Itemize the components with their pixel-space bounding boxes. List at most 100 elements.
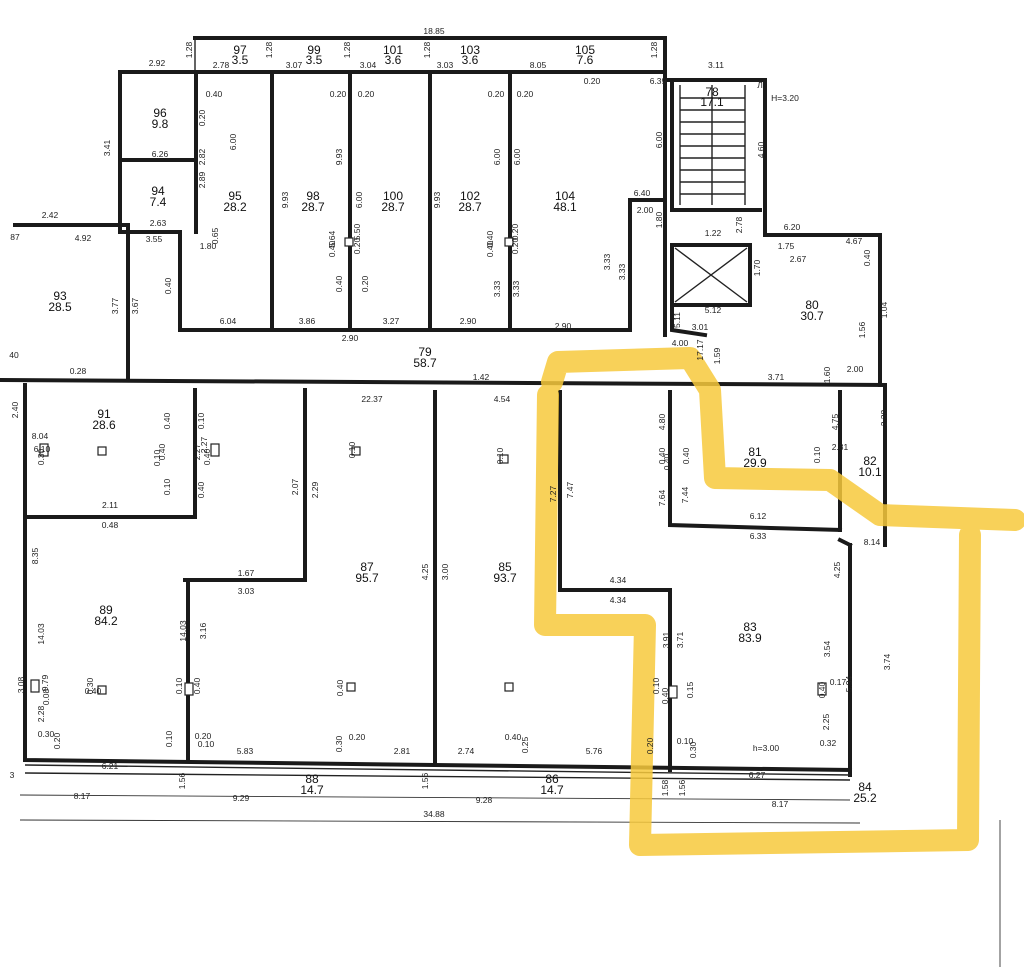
dimension-label: 3.33: [617, 263, 627, 280]
dimension-label: 0.10: [495, 447, 505, 464]
dimension-label: 4.80: [657, 413, 667, 430]
dimension-label: 17.17: [695, 339, 705, 361]
dimension-label: 0.20: [52, 732, 62, 749]
dimension-label: 5.11: [672, 312, 682, 328]
dimension-label: 1.56: [857, 321, 867, 338]
dimension-label: 8.17: [74, 791, 91, 801]
dimension-label: 0.10: [162, 478, 172, 495]
dimension-label: 0.40: [202, 448, 212, 465]
dimension-label: 0.32: [820, 738, 837, 748]
dimension-label: 0.40: [85, 686, 102, 696]
dimension-label: 0.10: [152, 449, 162, 466]
dimension-label: 4.34: [610, 575, 627, 585]
room-number: 94: [151, 184, 165, 198]
dimension-label: 6.04: [220, 316, 237, 326]
dimension-label: 0.40: [327, 240, 337, 257]
room-number: 81: [748, 445, 762, 459]
dimension-label: 1.56: [177, 772, 187, 789]
room-area: 28.7: [301, 200, 325, 214]
dimension-label: 3.54: [822, 640, 832, 657]
room-number: 98: [306, 189, 320, 203]
column-square: [499, 454, 509, 464]
dimension-label: 3.04: [360, 60, 377, 70]
dimension-label: 0.40: [163, 277, 173, 294]
dimension-label: 3.16: [198, 622, 208, 639]
dimension-label: 3.74: [882, 653, 892, 670]
dimension-label: 2.00: [637, 205, 654, 215]
dimension-label: 0.17: [830, 677, 847, 687]
dimension-label: 2.63: [150, 218, 167, 228]
dimension-label: 0.28: [70, 366, 87, 376]
dimension-label: 9.29: [233, 793, 250, 803]
room-number: 79: [418, 345, 432, 359]
room-area: 28.7: [381, 200, 405, 214]
room-number: 88: [305, 772, 319, 786]
room-number: 97: [233, 43, 247, 57]
dimension-label: 2.11: [102, 500, 118, 510]
truncated-label: 87: [10, 232, 20, 242]
truncated-label: 3: [10, 770, 15, 780]
room-number: 100: [383, 189, 403, 203]
dimension-label: 6.00: [354, 191, 364, 208]
dimension-label: 0.40: [485, 240, 495, 257]
dimension-label: 3.03: [238, 586, 255, 596]
dimension-label: 3.71: [768, 372, 785, 382]
dimension-label: 6.27: [749, 770, 766, 780]
stair-marker: Л: [757, 80, 763, 90]
room-number: 105: [575, 43, 595, 57]
level-marker: Н=3.20: [771, 93, 799, 103]
dimension-label: 0.40: [192, 677, 202, 694]
dimension-label: 0.20: [360, 275, 370, 292]
dimension-label: 0.20: [330, 89, 347, 99]
dimension-label: 0.20: [584, 76, 601, 86]
dimension-label: 6.00: [228, 133, 238, 150]
room-area: 83.9: [738, 631, 762, 645]
dimension-label: 6.00: [654, 131, 664, 148]
room-number: 101: [383, 43, 403, 57]
dimension-label: 0.20: [645, 737, 655, 754]
dimension-label: 2.81: [394, 746, 411, 756]
dimension-label: 0.40: [485, 230, 495, 247]
dimension-label: 0.30: [85, 677, 95, 694]
dimension-label: 2.27: [199, 436, 209, 453]
room-number: 96: [153, 106, 167, 120]
room-area: 9.8: [152, 117, 169, 131]
dimension-label: 8.17: [772, 799, 789, 809]
dimension-label: 1.28: [264, 41, 274, 58]
room-area: 3.5: [306, 53, 323, 67]
dimension-label: 3.67: [130, 297, 140, 314]
truncated-label: 40: [9, 350, 19, 360]
room-area: 14.7: [540, 783, 564, 797]
dimension-label: 0.10: [812, 446, 822, 463]
dimension-label: 0.40: [505, 732, 522, 742]
room-area: 29.9: [743, 456, 767, 470]
dimension-label: 8.14: [864, 537, 881, 547]
dimension-label: 0.40: [335, 679, 345, 696]
dimension-label: 2.07: [290, 478, 300, 495]
markers: Н=3.20 Л h=3.00 87 40 3: [9, 80, 799, 780]
dimension-label: 9.93: [432, 191, 442, 208]
room-area: 93.7: [493, 571, 517, 585]
room-number: 89: [99, 603, 113, 617]
dimension-label: 0.40: [196, 481, 206, 498]
dimension-label: 0.40: [157, 443, 167, 460]
dimension-label: 0.10: [196, 412, 206, 429]
dimension-label: 7.27: [548, 485, 558, 502]
room-area: 28.7: [458, 200, 482, 214]
dimension-label: 5.94: [844, 675, 854, 692]
room-area: 3.6: [462, 53, 479, 67]
dimension-label: 1.28: [649, 41, 659, 58]
dimension-label: 14.03: [36, 623, 46, 645]
dimension-label: 3.01: [692, 322, 709, 332]
room-area: 84.2: [94, 614, 118, 628]
dimension-label: 2.25: [821, 713, 831, 730]
highlight-outline: [534, 347, 1024, 856]
column-square: [504, 237, 514, 247]
dimension-label: 0.10: [651, 677, 661, 694]
dimension-label: 22.37: [361, 394, 383, 404]
dimension-label: 2.29: [310, 481, 320, 498]
dimension-label: 6.20: [784, 222, 801, 232]
column-square: [817, 682, 827, 696]
dimension-label: 3.27: [383, 316, 400, 326]
dimension-label: 4.25: [832, 561, 842, 578]
